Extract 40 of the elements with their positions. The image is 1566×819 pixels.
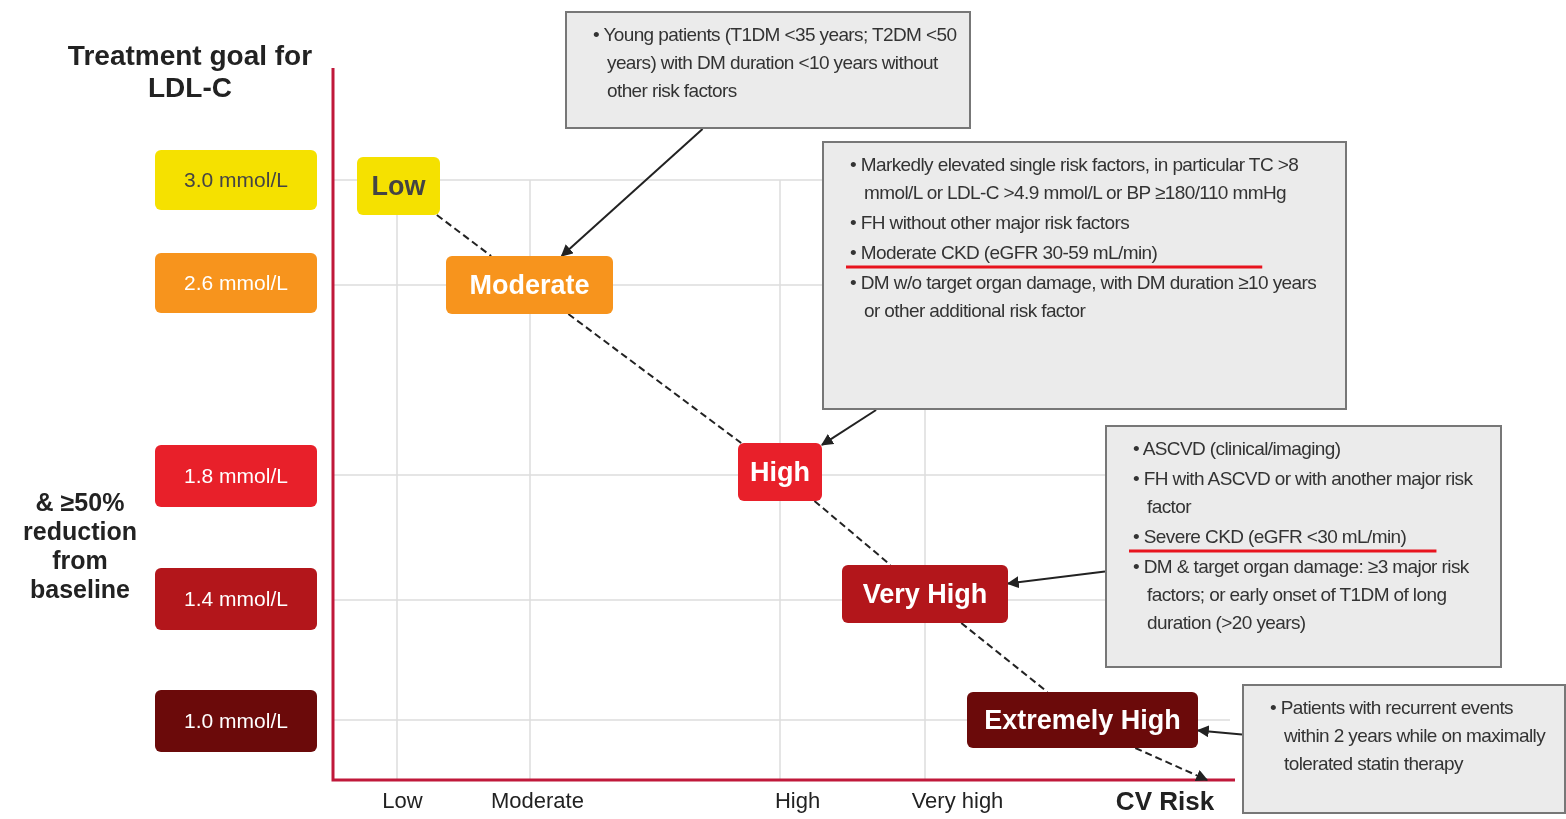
- dashed-line: [435, 214, 493, 257]
- callout-box: [565, 11, 971, 129]
- bullet-item: • Young patients (T1DM <35 years; T2DM <50 years) with DM duration <10 years without other risk factors: [593, 23, 958, 103]
- arrow: [560, 128, 704, 257]
- bullet-item: • Severe CKD (eGFR <30 mL/min): [1133, 525, 1408, 549]
- risk-level-box: Extremely High: [967, 692, 1198, 748]
- callout-box: [822, 141, 1347, 410]
- axis-title: CV Risk: [1095, 786, 1235, 818]
- axis-tick-label: Very high: [910, 788, 1005, 814]
- axis-tick-label: High: [773, 788, 822, 814]
- risk-level-box: Moderate: [446, 256, 613, 314]
- bullet-item: • Markedly elevated single risk factors, in particular TC >8 mmol/L or LDL-C >4.9 mmol/L or BP ≥180/110 mmHg: [850, 153, 1300, 205]
- goal-value-box: 1.8 mmol/L: [155, 445, 317, 507]
- bullet-item: • DM & target organ damage: ≥3 major risk factors; or early onset of T1DM of long duration (>20 years): [1133, 555, 1470, 635]
- bullet-item: • Patients with recurrent events within 2 years while on maximally tolerated statin therapy: [1270, 696, 1547, 776]
- axis-tick-label: Low: [381, 788, 424, 814]
- bullet-item: • Moderate CKD (eGFR 30-59 mL/min): [850, 241, 1159, 265]
- goal-value-box: 3.0 mmol/L: [155, 150, 317, 210]
- bullet-item: • ASCVD (clinical/imaging): [1133, 437, 1342, 461]
- bullet-item: • FH with ASCVD or with another major risk factor: [1133, 467, 1474, 519]
- arrow: [1196, 725, 1243, 738]
- goal-value-box: 1.0 mmol/L: [155, 690, 317, 752]
- risk-level-box: Low: [357, 157, 440, 215]
- dashed-line: [813, 500, 892, 566]
- bullet-item: • FH without other major risk factors: [850, 211, 1131, 235]
- callout-box: [1105, 425, 1502, 668]
- axis-title: Treatment goal for LDL-C: [66, 40, 314, 104]
- risk-level-box: Very High: [842, 565, 1008, 623]
- goal-value-box: 1.4 mmol/L: [155, 568, 317, 630]
- risk-level-box: High: [738, 443, 822, 501]
- bullet-item: • DM w/o target organ damage, with DM duration ≥10 years or other additional risk factor: [850, 271, 1318, 323]
- dashed-line: [1134, 747, 1209, 782]
- goal-value-box: 2.6 mmol/L: [155, 253, 317, 313]
- arrow: [1006, 570, 1106, 589]
- dashed-line: [567, 313, 743, 444]
- arrow: [821, 409, 878, 446]
- callout-box: [1242, 684, 1566, 814]
- dashed-line: [960, 622, 1049, 693]
- axis-title: & ≥50% reduction from baseline: [22, 488, 138, 604]
- axis-tick-label: Moderate: [490, 788, 585, 814]
